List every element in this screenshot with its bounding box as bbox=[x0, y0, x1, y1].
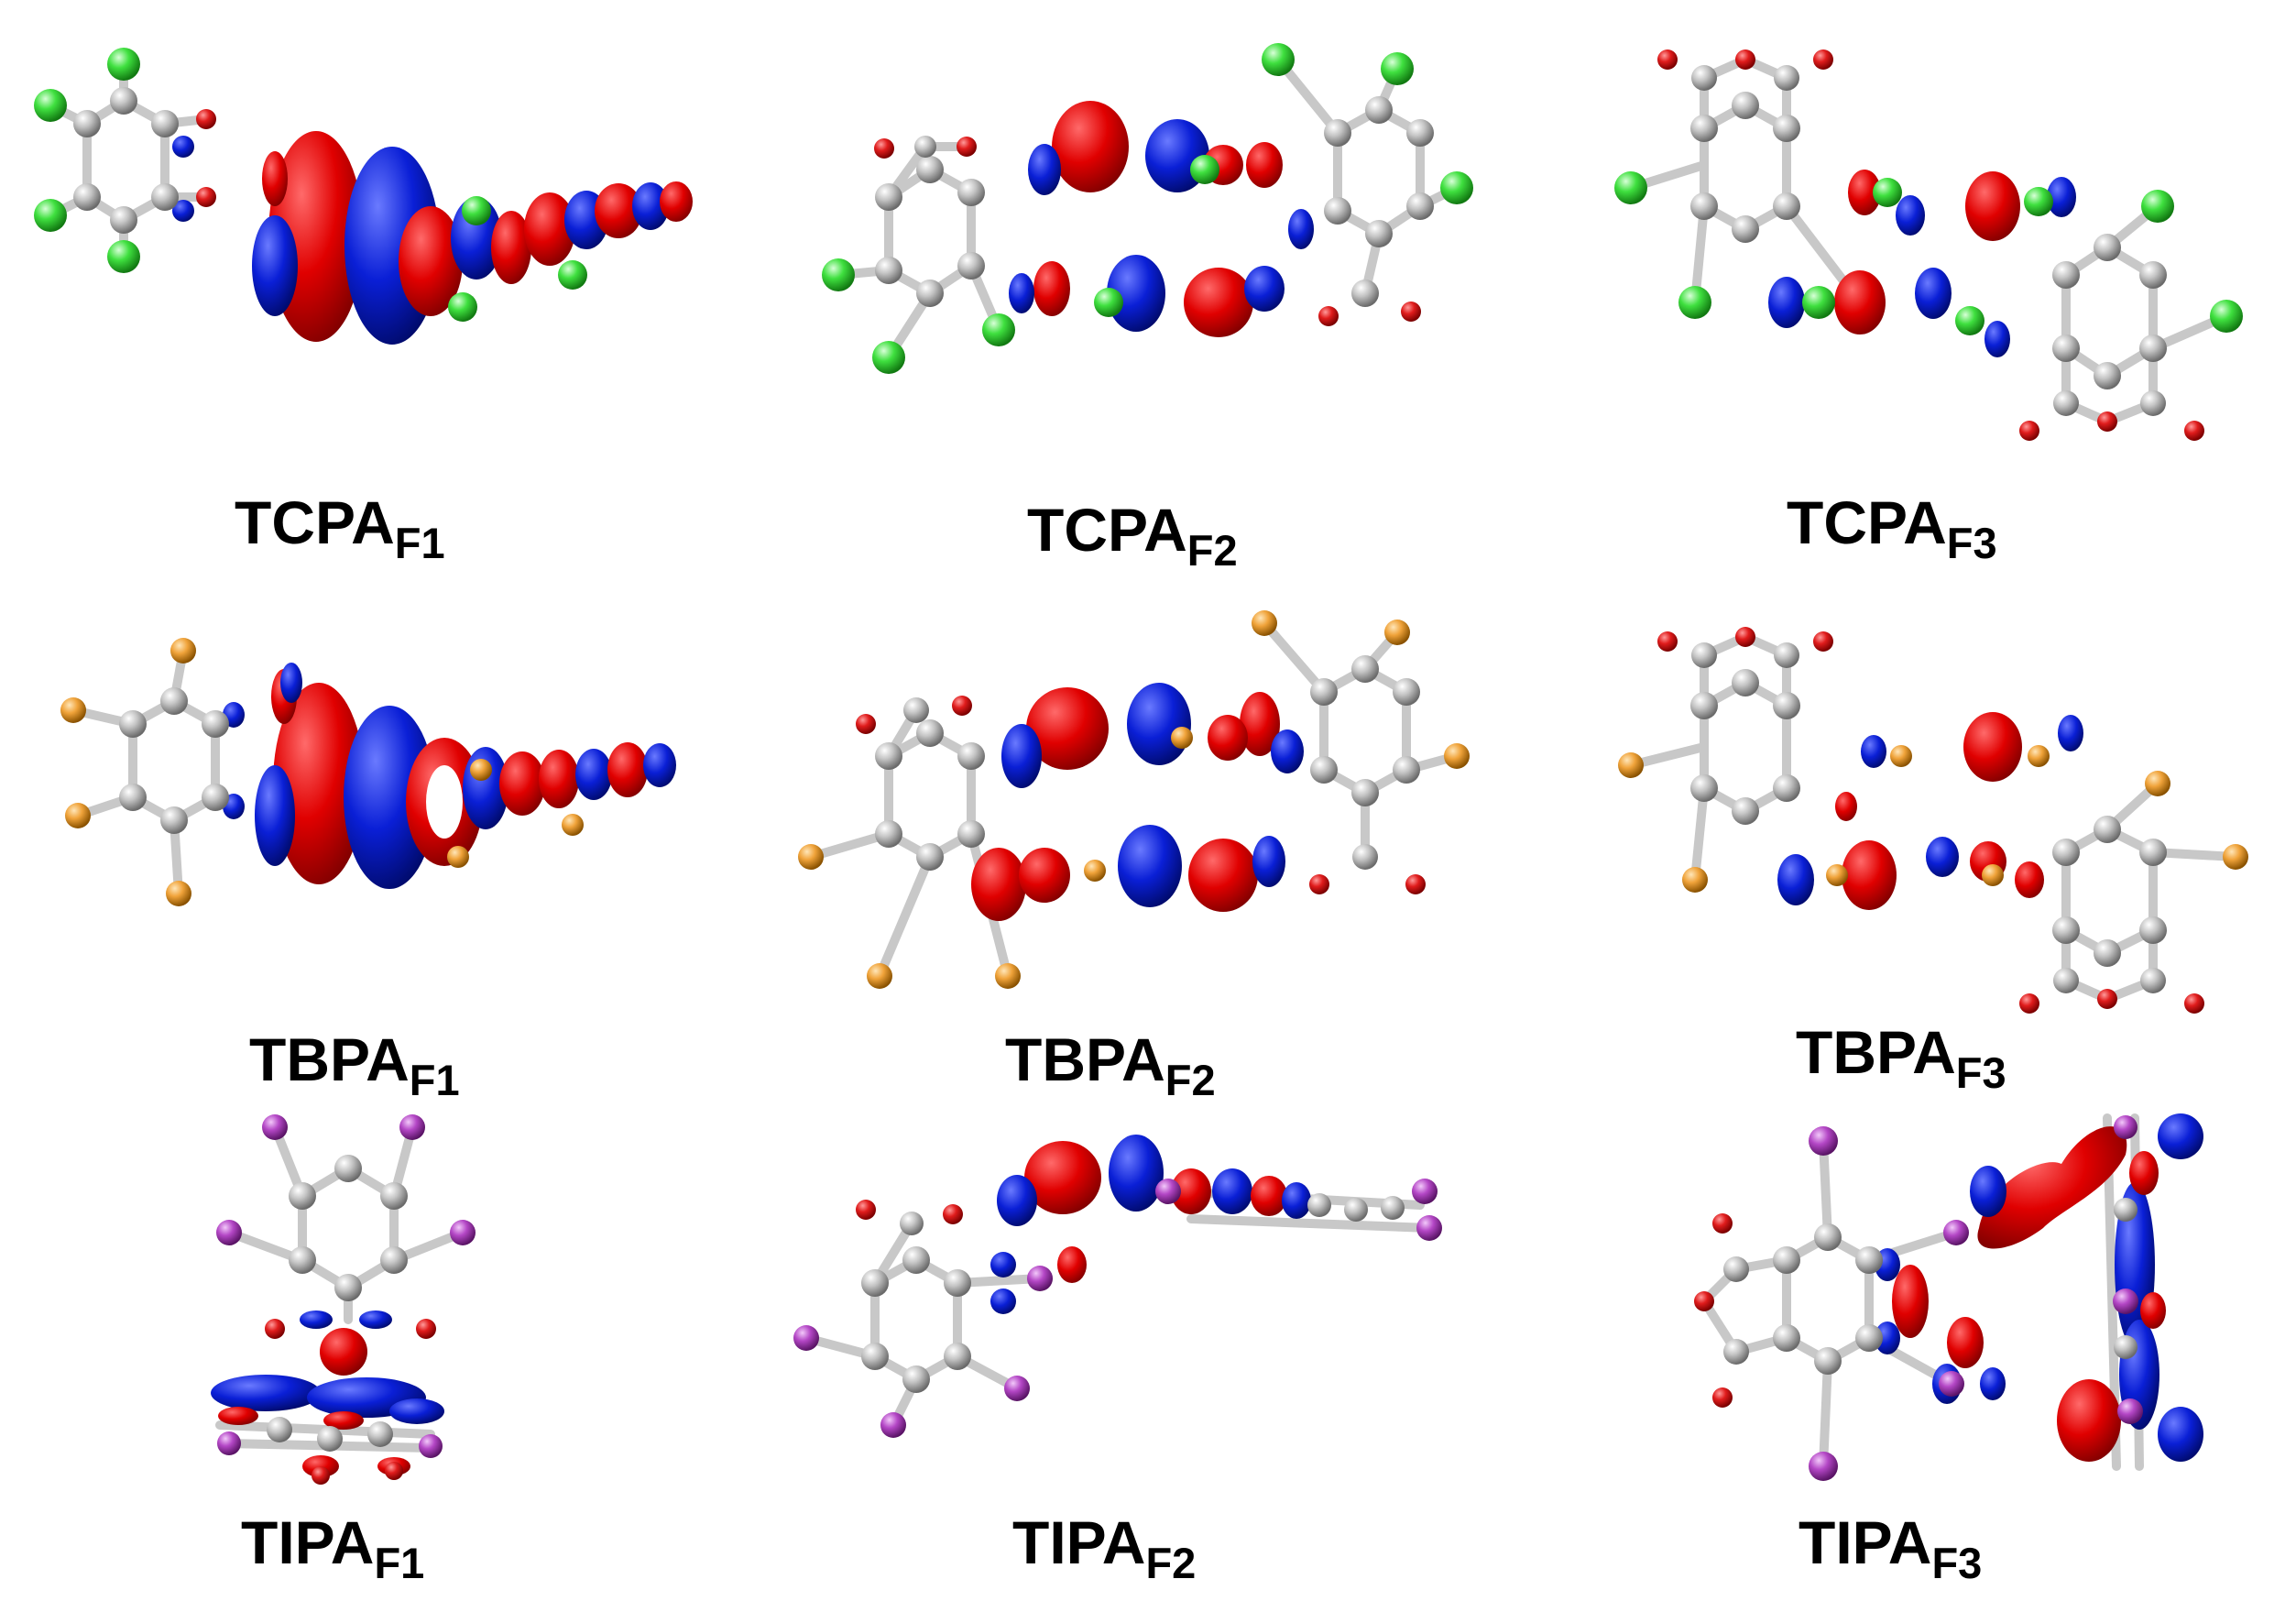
atoms bbox=[1614, 49, 2243, 441]
label-conformer: F1 bbox=[409, 1056, 460, 1104]
label-conformer: F2 bbox=[1145, 1539, 1197, 1587]
bonds bbox=[1626, 632, 2240, 1003]
label-compound: TCPA bbox=[1787, 488, 1947, 556]
atoms bbox=[34, 48, 587, 322]
atoms bbox=[822, 43, 1473, 374]
atoms bbox=[1618, 627, 2248, 1014]
panel-tcpa-f1 bbox=[34, 48, 693, 345]
label-tipa-f2: TIPAF2 bbox=[1012, 1512, 1196, 1585]
panel-tbpa-f1 bbox=[60, 638, 676, 906]
orbitals bbox=[223, 663, 676, 889]
atoms bbox=[793, 1179, 1442, 1438]
label-tbpa-f3: TBPAF3 bbox=[1796, 1022, 2006, 1094]
label-conformer: F2 bbox=[1164, 1056, 1216, 1104]
label-conformer: F3 bbox=[1955, 1048, 2006, 1097]
orbitals bbox=[1768, 170, 2076, 357]
orbitals bbox=[990, 1135, 1311, 1314]
orbitals bbox=[1777, 712, 2083, 910]
label-conformer: F2 bbox=[1186, 526, 1238, 575]
label-conformer: F3 bbox=[1931, 1539, 1983, 1587]
label-tipa-f3: TIPAF3 bbox=[1799, 1512, 1982, 1585]
panel-tipa-f3 bbox=[1694, 1113, 2203, 1481]
orbitals bbox=[211, 1310, 444, 1477]
label-compound: TCPA bbox=[235, 488, 395, 556]
bonds bbox=[69, 646, 220, 898]
label-compound: TCPA bbox=[1027, 496, 1187, 564]
atoms bbox=[798, 610, 1470, 989]
orbitals bbox=[971, 683, 1304, 921]
label-conformer: F1 bbox=[374, 1539, 425, 1587]
orbitals bbox=[172, 131, 693, 345]
label-compound: TIPA bbox=[241, 1508, 375, 1576]
orbitals bbox=[1875, 1113, 2203, 1462]
label-tcpa-f2: TCPAF2 bbox=[1027, 499, 1238, 572]
label-tbpa-f1: TBPAF1 bbox=[249, 1029, 460, 1102]
label-conformer: F1 bbox=[394, 519, 445, 567]
panel-tbpa-f3 bbox=[1618, 627, 2248, 1014]
orbitals bbox=[1009, 101, 1314, 337]
panel-tipa-f1 bbox=[211, 1114, 476, 1485]
panel-tcpa-f2 bbox=[822, 43, 1473, 374]
atoms bbox=[1694, 1115, 2143, 1481]
bonds bbox=[802, 1187, 1434, 1430]
panel-tbpa-f2 bbox=[798, 610, 1470, 989]
label-compound: TBPA bbox=[249, 1025, 410, 1093]
atoms bbox=[60, 638, 584, 906]
label-conformer: F3 bbox=[1946, 519, 1997, 567]
label-tcpa-f3: TCPAF3 bbox=[1787, 492, 1997, 565]
label-tipa-f1: TIPAF1 bbox=[241, 1512, 424, 1585]
bonds bbox=[1626, 55, 2231, 426]
panel-tcpa-f3 bbox=[1614, 49, 2243, 441]
label-compound: TBPA bbox=[1796, 1018, 1956, 1086]
label-tcpa-f1: TCPAF1 bbox=[235, 492, 445, 565]
label-compound: TBPA bbox=[1005, 1025, 1165, 1093]
label-tbpa-f2: TBPAF2 bbox=[1005, 1029, 1216, 1102]
label-compound: TIPA bbox=[1799, 1508, 1932, 1576]
panel-tipa-f2 bbox=[793, 1135, 1442, 1438]
atoms bbox=[216, 1114, 476, 1485]
label-compound: TIPA bbox=[1012, 1508, 1146, 1576]
